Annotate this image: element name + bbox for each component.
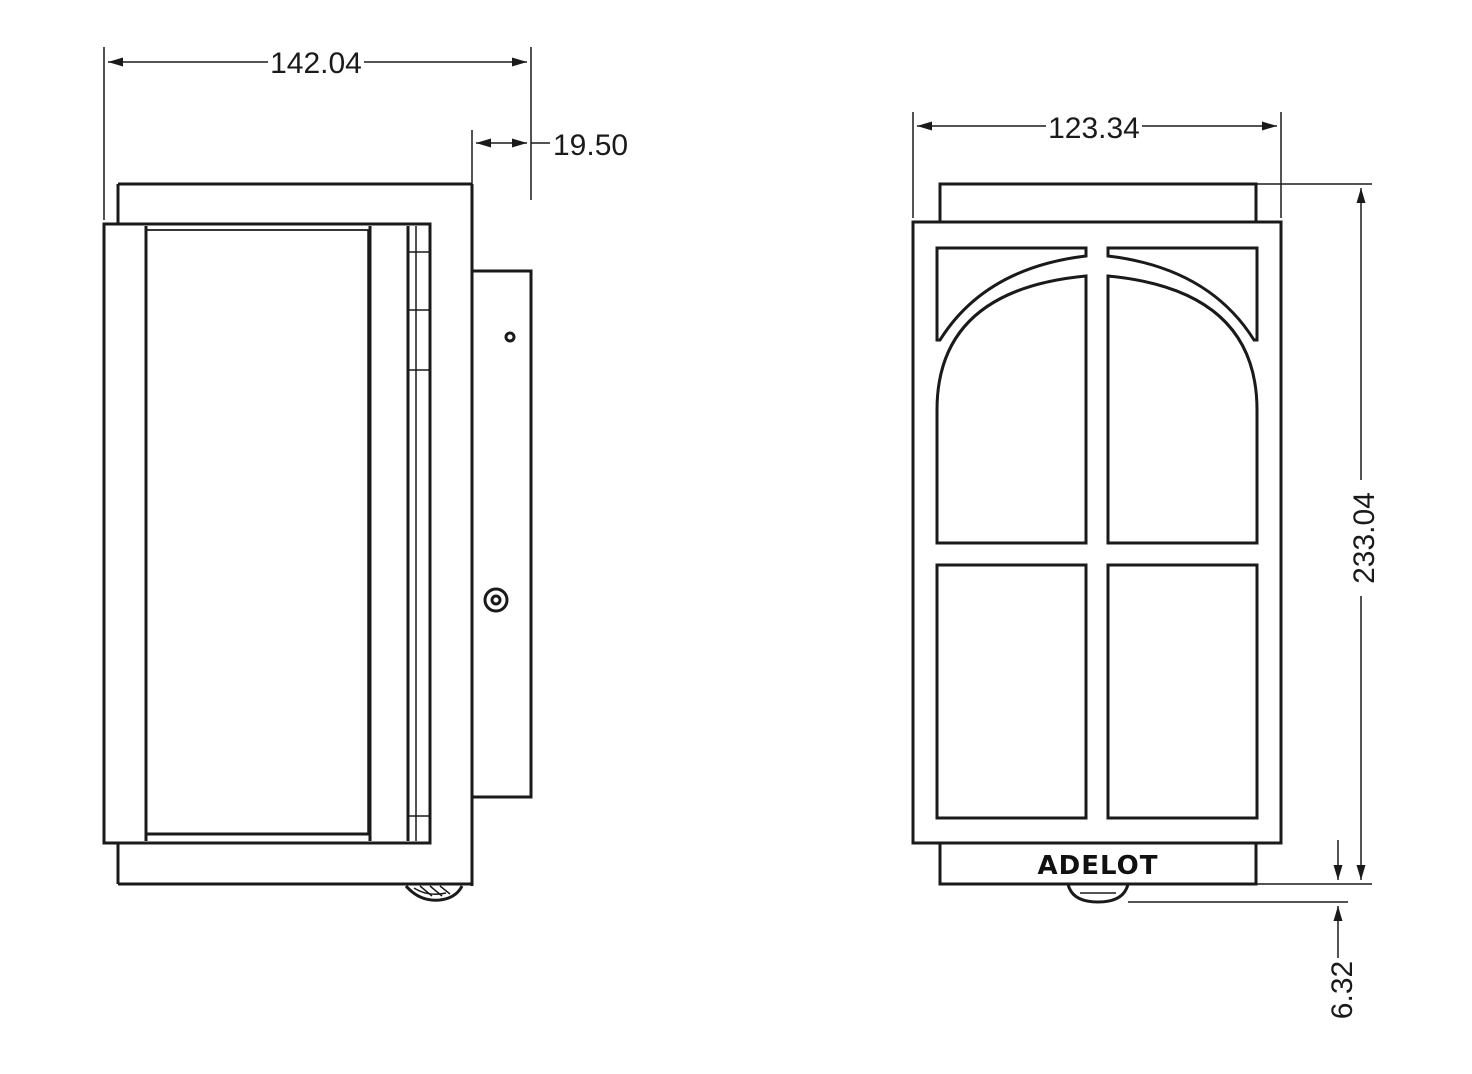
side-glass-panel [145, 229, 369, 835]
front-width-dimension: 123.34 [912, 112, 1282, 218]
front-window-upper-right [1106, 274, 1259, 545]
front-window-lower-left [935, 563, 1088, 820]
side-view: 142.04 19.50 [102, 47, 628, 902]
side-hinge-strip [406, 226, 430, 841]
front-corner-left [935, 246, 1088, 342]
side-width-label: 142.04 [270, 47, 362, 80]
front-window-upper-left [935, 274, 1088, 545]
front-height-label: 233.04 [1348, 492, 1381, 584]
front-sensor [1066, 883, 1130, 904]
front-view: ADELOT 123.34 233.04 6.32 [911, 112, 1381, 1019]
front-corner-right [1106, 246, 1259, 342]
side-bracket-label: 19.50 [553, 129, 628, 162]
side-front-frame [102, 222, 432, 845]
front-width-label: 123.34 [1048, 112, 1140, 145]
side-bracket-dimension: 19.50 [471, 129, 628, 184]
front-sensor-dimension: 6.32 [1128, 840, 1359, 1019]
front-window-lower-right [1106, 563, 1259, 820]
side-screw-small [504, 331, 516, 343]
brand-logo-text: ADELOT [1038, 851, 1159, 881]
front-sensor-label: 6.32 [1326, 961, 1359, 1019]
side-housing-outline [116, 182, 474, 886]
side-width-dimension: 142.04 [103, 47, 532, 220]
front-top-cap [938, 182, 1258, 224]
front-height-dimension: 233.04 [1256, 183, 1381, 885]
side-screw-large [483, 587, 509, 613]
front-main-body [911, 220, 1283, 845]
side-wall-bracket [470, 269, 533, 799]
front-bottom-cap [938, 841, 1258, 886]
side-sensor [404, 884, 464, 902]
